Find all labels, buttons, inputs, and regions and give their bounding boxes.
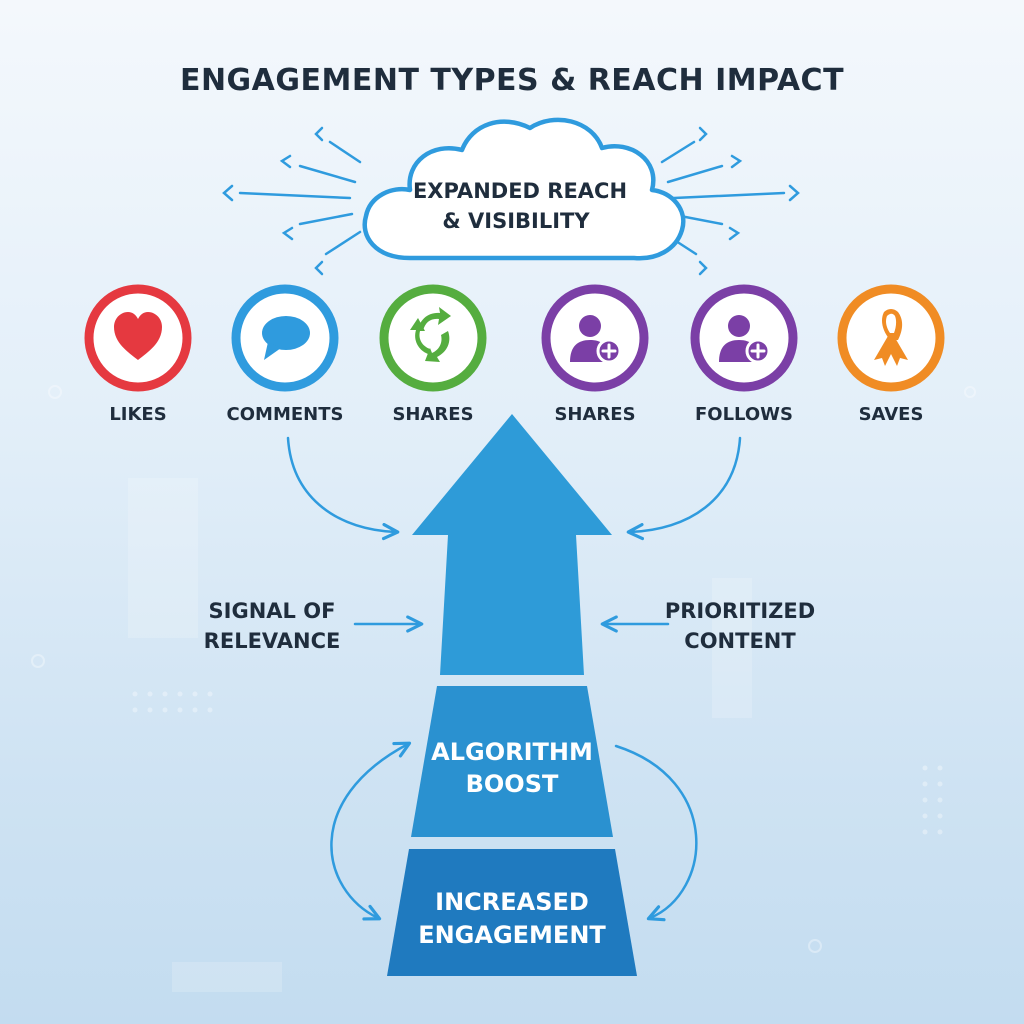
feedback-loop-left bbox=[330, 741, 412, 921]
bg-ring bbox=[808, 939, 822, 953]
shares-2-circle bbox=[541, 284, 649, 392]
engagement-label-likes: LIKES bbox=[109, 404, 166, 425]
bg-dot-grid bbox=[132, 691, 943, 835]
ribbon-icon bbox=[874, 309, 908, 366]
side-label-relevance-line1: SIGNAL OF bbox=[209, 599, 336, 623]
segment-label-engagement-line2: ENGAGEMENT bbox=[418, 921, 606, 949]
engagement-label-comments: COMMENTS bbox=[227, 404, 344, 425]
recycle-arrows-icon bbox=[410, 307, 451, 362]
engagement-shares-2: SHARES bbox=[541, 284, 649, 425]
engagement-likes: LIKES bbox=[84, 284, 192, 425]
cloud-shape bbox=[362, 117, 686, 261]
engagement-label-shares-2: SHARES bbox=[554, 404, 635, 425]
speech-bubble-icon bbox=[262, 316, 310, 360]
engagement-saves: SAVES bbox=[837, 284, 945, 425]
shares-circle bbox=[379, 284, 487, 392]
side-labels: SIGNAL OF RELEVANCE PRIORITIZED CONTENT bbox=[204, 599, 816, 653]
cloud-label-line1: EXPANDED REACH bbox=[413, 179, 627, 203]
segment-label-algorithm-line2: BOOST bbox=[466, 770, 559, 798]
bg-block bbox=[172, 962, 282, 992]
follows-circle bbox=[690, 284, 798, 392]
side-label-prioritized-line1: PRIORITIZED bbox=[665, 599, 815, 623]
expanded-reach-cloud: EXPANDED REACH & VISIBILITY bbox=[362, 117, 686, 261]
engagement-label-saves: SAVES bbox=[859, 404, 924, 425]
segment-label-engagement-line1: INCREASED bbox=[435, 888, 589, 916]
engagement-label-shares: SHARES bbox=[392, 404, 473, 425]
connector-comments-to-arrow bbox=[286, 436, 400, 541]
growth-arrow: ALGORITHM BOOST INCREASED ENGAGEMENT bbox=[387, 414, 637, 976]
engagement-shares: SHARES bbox=[379, 284, 487, 425]
side-label-prioritized-line2: CONTENT bbox=[684, 629, 796, 653]
bg-bracket-right bbox=[712, 578, 752, 718]
engagement-comments: COMMENTS bbox=[227, 284, 344, 425]
side-label-relevance-line2: RELEVANCE bbox=[204, 629, 341, 653]
segment-label-algorithm-line1: ALGORITHM bbox=[431, 738, 593, 766]
engagement-types: LIKES COMMENTS SHARES bbox=[84, 284, 945, 425]
connectors bbox=[286, 436, 742, 922]
arrow-top-segment bbox=[412, 414, 612, 675]
arrow-bottom-segment bbox=[387, 849, 637, 976]
user-plus-icon bbox=[570, 315, 622, 364]
user-plus-icon bbox=[719, 315, 771, 364]
background-decorations bbox=[31, 385, 976, 992]
cloud-label-line2: & VISIBILITY bbox=[442, 209, 590, 233]
connector-follows-to-arrow bbox=[626, 436, 742, 541]
bg-ring bbox=[48, 385, 62, 399]
feedback-loop-right bbox=[614, 744, 698, 922]
arrow-middle-segment bbox=[411, 686, 613, 837]
bg-ring bbox=[964, 386, 976, 398]
bg-ring bbox=[31, 654, 45, 668]
engagement-follows: FOLLOWS bbox=[690, 284, 798, 425]
heart-icon bbox=[114, 312, 162, 360]
engagement-label-follows: FOLLOWS bbox=[695, 404, 793, 425]
page-title: ENGAGEMENT TYPES & REACH IMPACT bbox=[180, 63, 844, 98]
bg-bracket-left bbox=[128, 478, 198, 638]
